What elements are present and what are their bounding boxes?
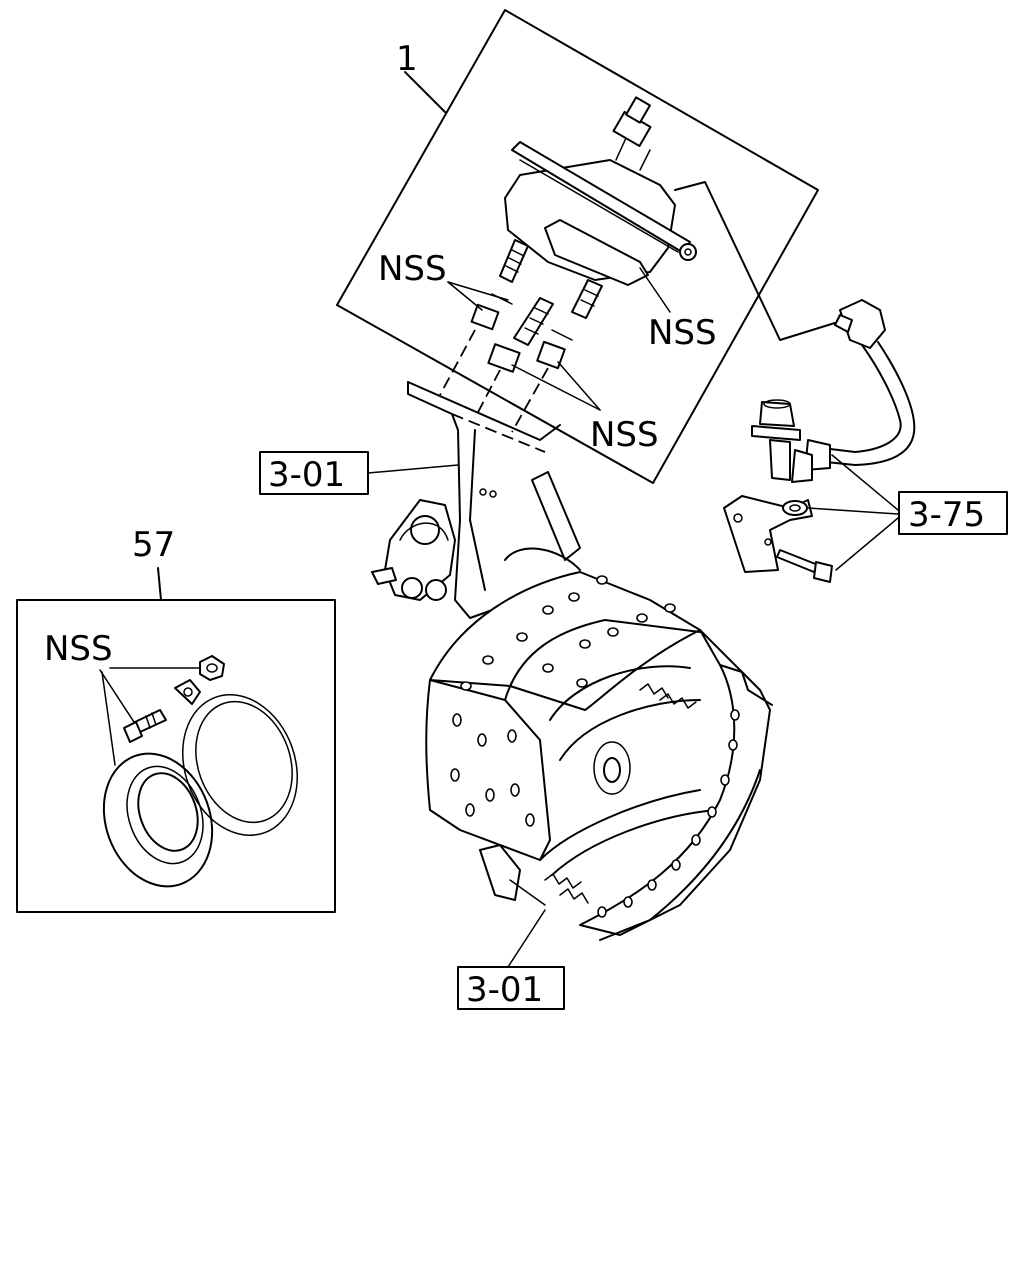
- slack-adjuster: [371, 499, 581, 601]
- label-nss-right: NSS: [648, 313, 717, 353]
- hose-bracket: [723, 495, 833, 583]
- ref-box-3-01-lower: [457, 909, 565, 1010]
- assembly-57-frame: [16, 567, 336, 913]
- mounting-bracket: [407, 329, 581, 619]
- rear-lining-holes: [597, 709, 740, 918]
- air-hose: [674, 181, 916, 483]
- brake-chamber: [470, 96, 697, 373]
- label-assembly-1: 1: [396, 39, 418, 79]
- mounting-studs: [499, 239, 603, 346]
- return-springs: [544, 683, 697, 904]
- label-nss-kit: NSS: [44, 629, 113, 669]
- ref-box-3-01-upper: [259, 451, 459, 495]
- assembly-1-frame: [336, 9, 819, 484]
- seal-kit: [102, 655, 298, 888]
- label-nss-top-left: NSS: [378, 249, 447, 289]
- brake-shoe-assembly: [425, 571, 773, 941]
- label-assembly-57: 57: [132, 525, 175, 565]
- lining-rivet-holes: [450, 575, 676, 827]
- label-ref-3-01-upper: 3-01: [268, 455, 345, 495]
- label-nss-lower: NSS: [590, 415, 659, 455]
- ref-box-3-75: [898, 491, 1008, 535]
- label-ref-3-75: 3-75: [908, 495, 985, 535]
- label-ref-3-01-lower: 3-01: [466, 970, 543, 1010]
